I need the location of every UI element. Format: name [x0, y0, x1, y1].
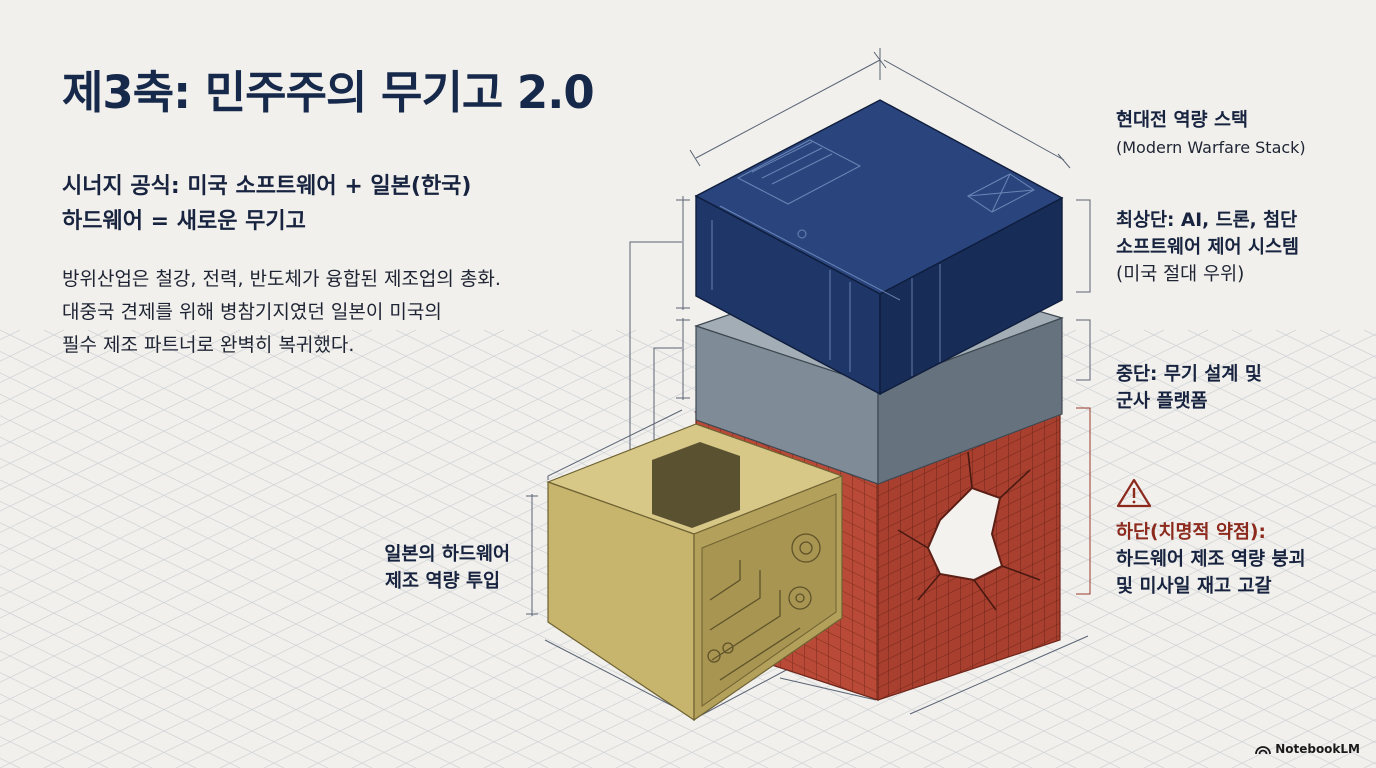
japan-label-2: 제조 역량 투입 — [384, 571, 500, 592]
body-line-1: 방위산업은 철강, 전력, 반도체가 융합된 제조업의 총화. — [62, 268, 501, 290]
brand-name: NotebookLM — [1275, 742, 1360, 756]
circuit-pattern — [707, 533, 821, 681]
warning-icon — [1116, 478, 1152, 508]
japan-label-1: 일본의 하드웨어 — [384, 544, 510, 565]
middle-layer-label-2: 군사 플랫폼 — [1116, 391, 1208, 412]
body-line-2: 대중국 견제를 위해 병참기지였던 일본이 미국의 — [62, 301, 442, 323]
synergy-line-1: 시너지 공식: 미국 소프트웨어 + 일본(한국) — [62, 174, 472, 199]
body-line-3: 필수 제조 파트너로 완벽히 복귀했다. — [62, 334, 355, 356]
dimension-lines — [526, 48, 1091, 719]
bottom-layer-label-3: 및 미사일 재고 고갈 — [1116, 576, 1272, 597]
stack-title: 현대전 역량 스택 — [1116, 110, 1249, 131]
japan-hardware-block — [546, 423, 844, 722]
grid-lines — [0, 329, 1376, 768]
notebooklm-logo-icon — [1255, 745, 1272, 754]
brand-mark: NotebookLM — [1255, 742, 1360, 756]
top-layer-label-3: (미국 절대 우위) — [1116, 264, 1245, 285]
page-title: 제3축: 민주주의 무기고 2.0 — [62, 66, 595, 119]
top-layer-label-2: 소프트웨어 제어 시스템 — [1116, 237, 1300, 258]
top-layer-block — [694, 99, 1064, 396]
bottom-layer-label-2: 하드웨어 제조 역량 붕괴 — [1116, 549, 1306, 570]
synergy-line-2: 하드웨어 = 새로운 무기고 — [62, 209, 306, 234]
top-layer-label-1: 최상단: AI, 드론, 첨단 — [1116, 210, 1298, 231]
middle-layer-label-1: 중단: 무기 설계 및 — [1116, 364, 1262, 385]
stack-subtitle: (Modern Warfare Stack) — [1116, 138, 1306, 157]
blueprint-lines — [711, 139, 1035, 376]
bottom-layer-label-1: 하단(치명적 약점): — [1116, 522, 1266, 543]
